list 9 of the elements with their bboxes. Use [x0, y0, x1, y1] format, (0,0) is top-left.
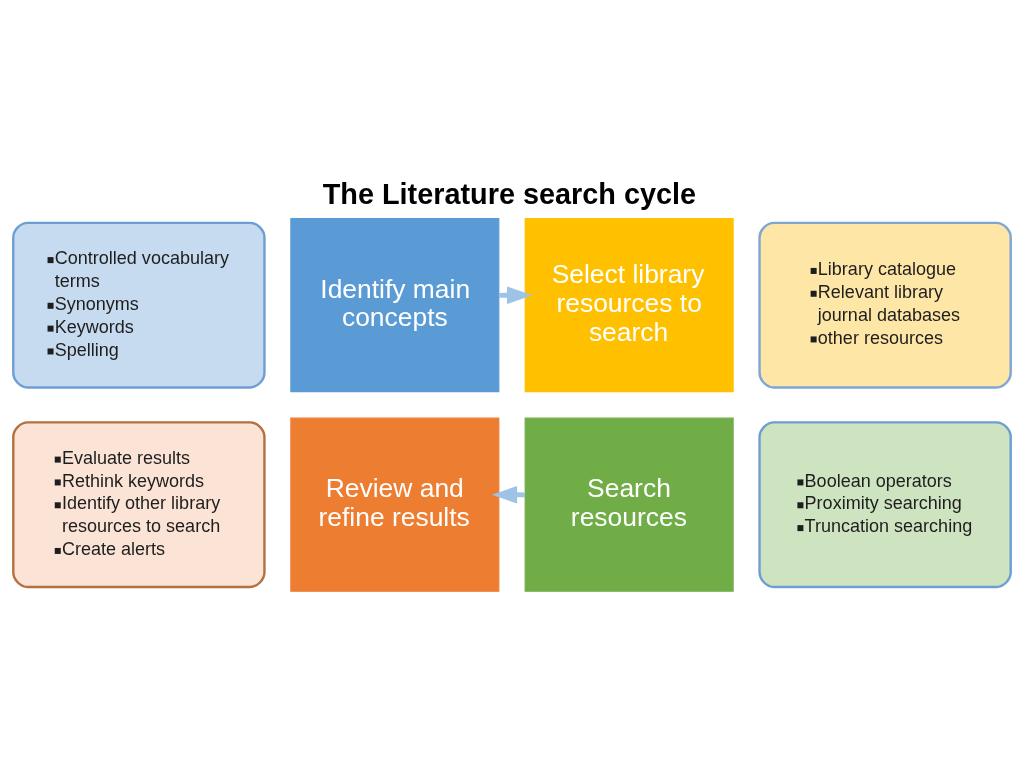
node-box: Library catalogue Relevant library journal databases other resources [758, 221, 1012, 389]
node-box: Review and refine results [290, 417, 500, 592]
node-box: Identify main concepts [290, 217, 500, 392]
node-box: Boolean operators Proximity searching Truncation searching [758, 420, 1012, 588]
node-box: Evaluate results Rethink keywords Identify other library resources to search Create alerts [12, 420, 266, 588]
node-box: Search resources [524, 417, 734, 592]
node-box: Select library resources to search [524, 217, 734, 392]
diagram-title: The Literature search cycle [322, 177, 697, 210]
node-box: Controlled vocabulary terms Synonyms Keywords Spelling [12, 221, 266, 389]
